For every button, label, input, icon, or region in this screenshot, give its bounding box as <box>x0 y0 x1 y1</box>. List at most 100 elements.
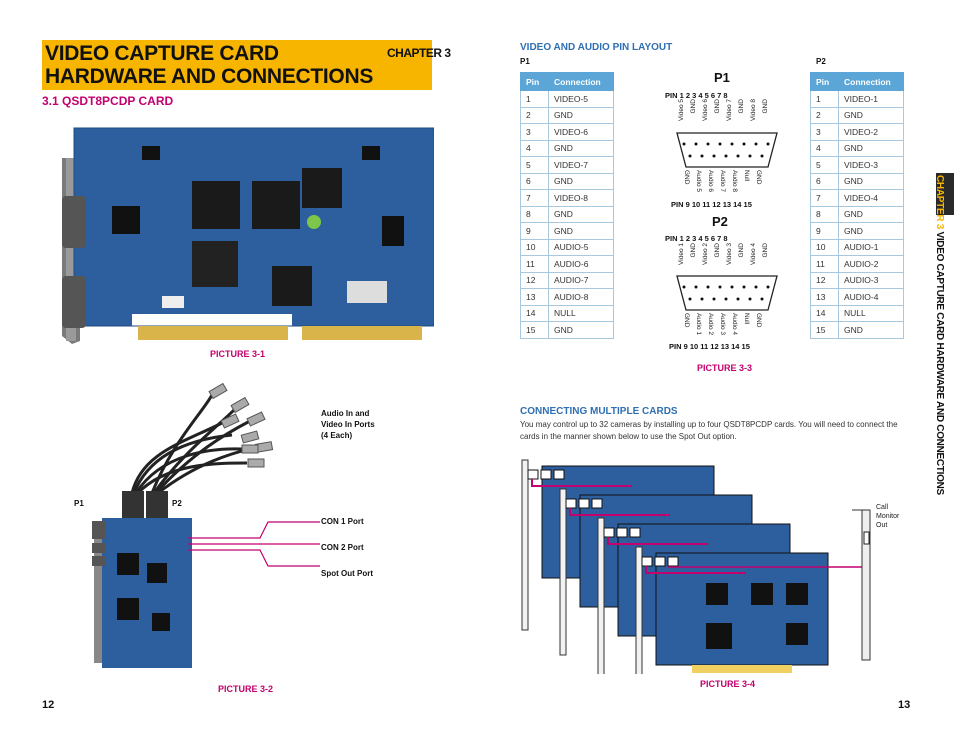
col-pin: Pin <box>520 72 549 91</box>
pin-number: 2 <box>520 106 549 124</box>
pin-connection: GND <box>838 222 904 240</box>
pin-label: GND <box>755 313 762 328</box>
pin-label: GND <box>762 99 769 114</box>
pin-number: 14 <box>520 304 549 322</box>
pin-connection: GND <box>838 139 904 157</box>
pin-connection: AUDIO-5 <box>548 238 614 256</box>
pin-connection: AUDIO-6 <box>548 255 614 273</box>
pin-dot <box>748 297 752 301</box>
pin-dot <box>694 142 698 146</box>
pin-number: 5 <box>810 156 839 174</box>
pin-label: Video 6 <box>702 99 709 121</box>
pin-dot <box>718 285 722 289</box>
pin-number: 13 <box>810 288 839 306</box>
db15-connector-p2 <box>676 275 778 311</box>
pin-label: Null <box>743 313 750 325</box>
pin-label: Video 2 <box>702 243 709 265</box>
pin-number: 9 <box>520 222 549 240</box>
callout-spot: Spot Out Port <box>321 569 373 578</box>
pin-label: GND <box>690 243 697 258</box>
pin-label: Audio 6 <box>707 170 714 193</box>
pin-dot <box>742 142 746 146</box>
pin-dot <box>748 154 752 158</box>
caption-picture-3-4: PICTURE 3-4 <box>700 679 756 689</box>
pin-label: Audio 2 <box>707 313 714 336</box>
pin-number: 2 <box>810 106 839 124</box>
page-title: VIDEO CAPTURE CARD HARDWARE AND CONNECTI… <box>45 42 374 88</box>
pin-dot <box>724 154 728 158</box>
chapter-side-tab <box>936 173 954 215</box>
pin-connection: GND <box>548 222 614 240</box>
pin-label: Video 1 <box>678 243 685 265</box>
pin-label: Video 7 <box>726 99 733 121</box>
pin-connection: VIDEO-6 <box>548 123 614 141</box>
pin-dot <box>712 297 716 301</box>
pin-label: Audio 5 <box>695 170 702 193</box>
pci-card-photo <box>42 126 434 344</box>
breakout-cable-photo <box>92 383 274 668</box>
pin-dot <box>730 285 734 289</box>
pin-connection: GND <box>548 321 614 339</box>
pin-dot <box>712 154 716 158</box>
pin-connection: GND <box>548 106 614 124</box>
diagram-p1-pin-bottom: PIN 9 10 11 12 13 14 15 <box>671 200 752 209</box>
section-title: 3.1 QSDT8PCDP CARD <box>42 94 174 108</box>
pin-number: 11 <box>520 255 549 273</box>
pin-number: 3 <box>520 123 549 141</box>
pin-connection: GND <box>838 321 904 339</box>
pin-label: GND <box>714 99 721 114</box>
pin-number: 10 <box>520 238 549 256</box>
call-monitor-label: Call Monitor Out <box>876 504 900 529</box>
pin-dot <box>766 285 770 289</box>
pin-dot <box>760 297 764 301</box>
pin-label: GND <box>683 170 690 185</box>
pin-number: 6 <box>810 172 839 190</box>
pin-dot <box>700 297 704 301</box>
pin-label: Audio 1 <box>695 313 702 336</box>
diagram-p2-pin-bottom: PIN 9 10 11 12 13 14 15 <box>669 342 750 351</box>
pin-label: Audio 4 <box>731 313 738 336</box>
pin-connection: VIDEO-7 <box>548 156 614 174</box>
pin-connection: VIDEO-1 <box>838 90 904 108</box>
pin-dot <box>730 142 734 146</box>
pin-dot <box>736 154 740 158</box>
pin-connection: GND <box>838 205 904 223</box>
pin-number: 12 <box>810 271 839 289</box>
pin-label: GND <box>714 243 721 258</box>
col-pin: Pin <box>810 72 839 91</box>
pin-connection: AUDIO-4 <box>838 288 904 306</box>
col-connection: Connection <box>838 72 904 91</box>
pin-connection: AUDIO-3 <box>838 271 904 289</box>
side-tab-text: CHAPTER 3 VIDEO CAPTURE CARD HARDWARE AN… <box>934 175 945 495</box>
pin-number: 5 <box>520 156 549 174</box>
pin-dot <box>700 154 704 158</box>
pin-connection: NULL <box>548 304 614 322</box>
pin-number: 8 <box>810 205 839 223</box>
pin-dot <box>694 285 698 289</box>
pin-connection: GND <box>838 106 904 124</box>
db15-connector-p1 <box>676 132 778 168</box>
pin-number: 9 <box>810 222 839 240</box>
pin-number: 1 <box>810 90 839 108</box>
diagram-p2-pin-top: PIN 1 2 3 4 5 6 7 8 <box>665 234 728 243</box>
pin-label: GND <box>762 243 769 258</box>
pin-number: 6 <box>520 172 549 190</box>
pin-number: 8 <box>520 205 549 223</box>
pin-connection: GND <box>548 172 614 190</box>
pin-dot <box>754 285 758 289</box>
pin-number: 4 <box>520 139 549 157</box>
pin-number: 7 <box>810 189 839 207</box>
pin-number: 11 <box>810 255 839 273</box>
